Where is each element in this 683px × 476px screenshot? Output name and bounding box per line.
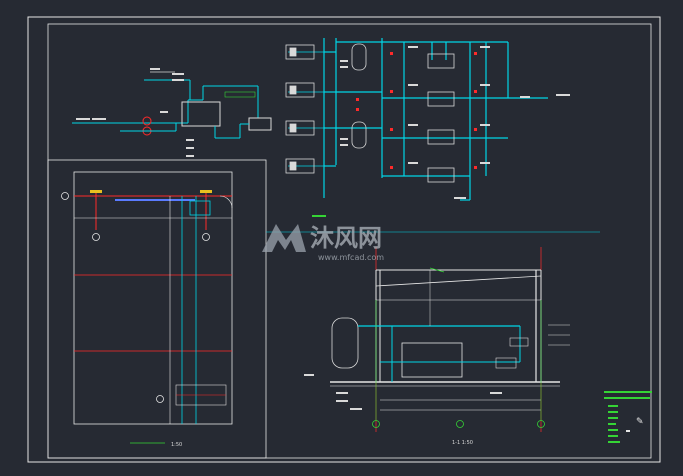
floor-plan (47, 159, 267, 459)
plan-scale: 1:50 (171, 442, 182, 448)
outer-frame (27, 16, 661, 463)
mf-logo-icon (262, 224, 306, 252)
riser-valves (356, 52, 477, 169)
riser-labels (312, 46, 570, 217)
watermark-url: www.mfcad.com (318, 253, 384, 262)
schematic-labels (76, 68, 194, 157)
section-view (304, 247, 570, 432)
watermark-brand: 沐风网 (310, 224, 382, 252)
signature-mark: ✎ (636, 417, 644, 427)
section-title: 1-1 1:50 (452, 440, 473, 446)
design-notes (604, 391, 652, 443)
riser-equipment (285, 43, 455, 183)
watermark: 沐风网 www.mfcad.com (262, 224, 384, 262)
pipe-system-diagram (288, 38, 548, 201)
